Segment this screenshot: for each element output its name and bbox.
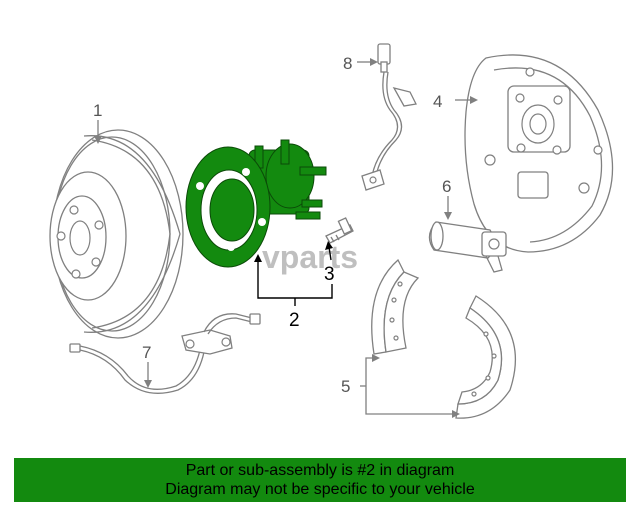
callout-7: 7 bbox=[142, 343, 151, 362]
wheel-stud bbox=[325, 217, 354, 244]
leader-6 bbox=[444, 196, 452, 220]
callout-6: 6 bbox=[442, 177, 451, 196]
leader-4 bbox=[455, 96, 478, 104]
leader-5 bbox=[360, 354, 460, 418]
brake-hose bbox=[69, 313, 261, 394]
callout-8: 8 bbox=[343, 54, 352, 73]
callout-2: 2 bbox=[289, 310, 300, 331]
banner-line-1: Part or sub-assembly is #2 in diagram bbox=[185, 462, 455, 479]
leader-8 bbox=[357, 58, 378, 66]
callout-5: 5 bbox=[341, 377, 350, 396]
banner-line-2: Diagram may not be specific to your vehi… bbox=[165, 481, 475, 498]
leader-1 bbox=[94, 120, 102, 144]
callout-3: 3 bbox=[324, 264, 335, 285]
info-banner: Part or sub-assembly is #2 in diagram Di… bbox=[14, 458, 626, 502]
wheel-cylinder bbox=[428, 221, 507, 273]
backing-plate bbox=[464, 54, 614, 253]
leader-7 bbox=[144, 362, 152, 388]
abs-sensor bbox=[361, 43, 417, 191]
callout-4: 4 bbox=[433, 92, 442, 111]
hub-bearing-assembly bbox=[185, 139, 327, 268]
brake-shoes bbox=[371, 258, 517, 419]
callout-1: 1 bbox=[93, 101, 102, 120]
callout-leaders-2-3 bbox=[254, 241, 333, 306]
brake-drum bbox=[49, 129, 184, 339]
watermark: vparts bbox=[262, 239, 358, 275]
